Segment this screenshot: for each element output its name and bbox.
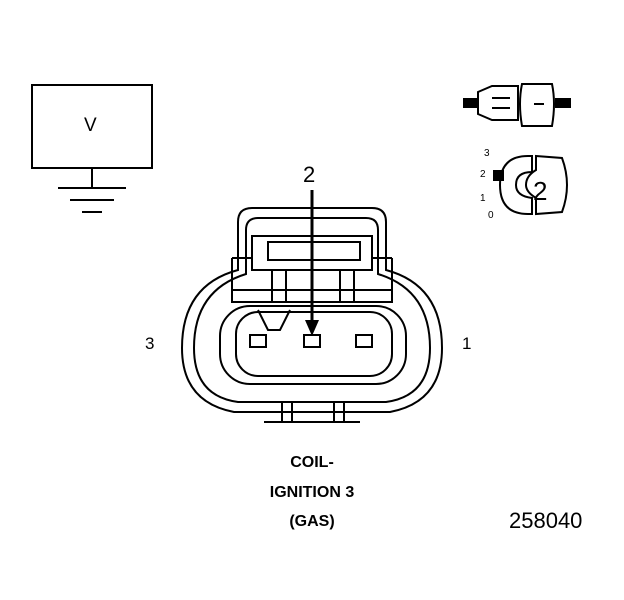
terminal-1 — [355, 334, 373, 348]
pin-callout-arrow — [305, 190, 319, 336]
caption-line-1: COIL- — [290, 454, 334, 471]
probe-scale-1: 1 — [480, 193, 486, 204]
probe-tool-top — [463, 83, 571, 127]
probe-body-right — [519, 83, 555, 127]
connector-terminals — [249, 334, 373, 348]
key-notch — [257, 309, 291, 331]
caption-line-2: IGNITION 3 — [269, 484, 355, 501]
connector-outer-shell — [180, 207, 444, 413]
latch-recess — [267, 241, 361, 261]
probe-selector — [493, 154, 568, 216]
selector-knob — [524, 154, 568, 216]
terminal-cavity-inner — [235, 311, 393, 377]
probe-scale-2: 2 — [480, 169, 486, 180]
voltmeter-symbol — [31, 84, 153, 213]
pin-label-left: 3 — [145, 334, 155, 353]
probe-scale-0: 0 — [488, 210, 494, 221]
probe-body-left — [477, 85, 519, 121]
probe-lead-right — [555, 98, 571, 108]
selector-marker — [493, 170, 504, 181]
probe-selected-value: 2 — [533, 176, 548, 206]
pin-label-right: 1 — [462, 334, 472, 353]
voltmeter-label: V — [84, 115, 97, 136]
caption-line-3: (GAS) — [289, 513, 335, 530]
probe-lead-left — [463, 98, 479, 108]
probe-scale-3: 3 — [484, 148, 490, 159]
callout-arrow-head — [305, 320, 319, 336]
callout-pin-number: 2 — [303, 162, 316, 187]
terminal-2 — [303, 334, 321, 348]
connector-inner-shell — [192, 217, 432, 403]
selector-clip — [498, 155, 533, 215]
terminal-3 — [249, 334, 267, 348]
figure-number: 258040 — [509, 508, 583, 533]
